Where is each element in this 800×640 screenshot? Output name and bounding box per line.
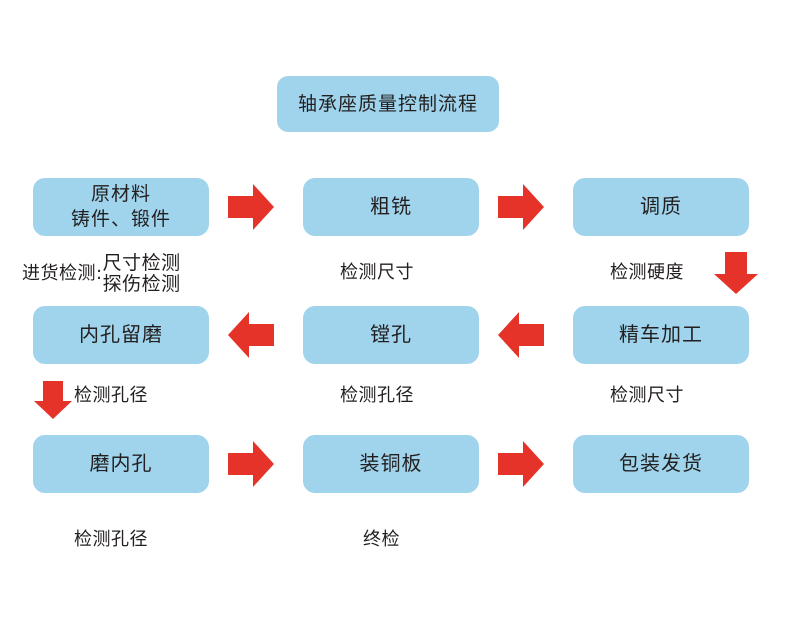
caption-rough-milling: 检测尺寸 [340, 262, 414, 283]
node-raw-material-line2: 铸件、锻件 [70, 208, 171, 230]
node-raw-material[interactable]: 原材料 铸件、锻件 [33, 178, 209, 236]
node-quench-temper[interactable]: 调质 [573, 178, 749, 236]
caption-boring: 检测孔径 [340, 385, 414, 406]
caption-incoming-inspection-lines: 尺寸检测 探伤检测 [103, 253, 181, 295]
node-package-ship-label: 包装发货 [619, 451, 703, 476]
arrow-left-icon-r2a [228, 311, 274, 359]
node-install-copper-plate[interactable]: 装铜板 [303, 435, 479, 493]
node-boring[interactable]: 镗孔 [303, 306, 479, 364]
node-package-ship[interactable]: 包装发货 [573, 435, 749, 493]
node-finish-turning[interactable]: 精车加工 [573, 306, 749, 364]
node-rough-milling-label: 粗铣 [370, 194, 412, 219]
node-finish-turning-label: 精车加工 [619, 322, 703, 347]
diagram-title-box: 轴承座质量控制流程 [277, 76, 499, 132]
caption-incoming-inspection: 进货检测: 尺寸检测 探伤检测 [22, 253, 181, 295]
arrow-right-icon-r1a [228, 183, 274, 231]
node-rough-milling[interactable]: 粗铣 [303, 178, 479, 236]
node-quench-temper-label: 调质 [640, 194, 682, 219]
arrow-right-icon-r3b [498, 440, 544, 488]
node-boring-label: 镗孔 [370, 322, 412, 347]
node-bore-grind-allowance[interactable]: 内孔留磨 [33, 306, 209, 364]
caption-finish-turning: 检测尺寸 [610, 385, 684, 406]
node-install-copper-plate-label: 装铜板 [359, 451, 423, 476]
page-title: 轴承座质量控制流程 [297, 92, 478, 115]
arrow-right-icon-r1b [498, 183, 544, 231]
caption-incoming-inspection-prefix: 进货检测: [22, 262, 103, 284]
caption-quench-temper: 检测硬度 [610, 262, 684, 283]
node-grind-inner-bore[interactable]: 磨内孔 [33, 435, 209, 493]
caption-grind-inner-bore: 检测孔径 [74, 529, 148, 550]
arrow-down-icon-left [33, 381, 73, 419]
caption-install-copper-plate: 终检 [363, 529, 400, 550]
caption-incoming-line2: 探伤检测 [102, 272, 181, 295]
arrow-right-icon-r3a [228, 440, 274, 488]
node-grind-inner-bore-label: 磨内孔 [89, 451, 153, 476]
node-raw-material-line1: 原材料 [90, 183, 151, 206]
caption-incoming-line1: 尺寸检测 [102, 252, 181, 274]
arrow-down-icon-right [713, 252, 759, 294]
caption-bore-grind-allowance: 检测孔径 [74, 385, 148, 406]
arrow-left-icon-r2b [498, 311, 544, 359]
node-bore-grind-allowance-label: 内孔留磨 [79, 322, 163, 347]
